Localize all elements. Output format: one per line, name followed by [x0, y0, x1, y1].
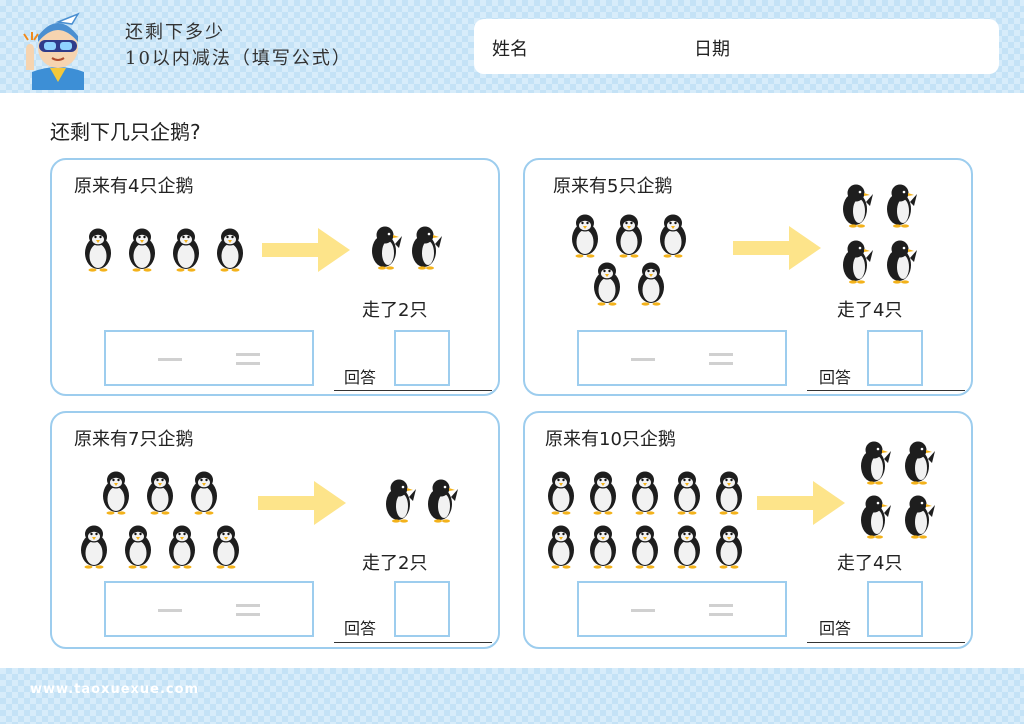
- penguin-leaving-icon: [857, 493, 893, 539]
- title-line-2: 10以内减法（填写公式）: [125, 48, 352, 69]
- penguin-leaving-icon: [857, 439, 893, 485]
- penguin-icon: [124, 226, 160, 272]
- answer-underline: [334, 390, 492, 391]
- penguin-icon: [627, 469, 663, 515]
- arrow-icon: [757, 481, 845, 525]
- mascot-icon: [23, 12, 84, 90]
- name-label: 姓名: [492, 39, 528, 60]
- penguin-icon: [80, 226, 116, 272]
- penguin-leaving-icon: [901, 493, 937, 539]
- penguin-leaving-icon: [368, 224, 404, 270]
- penguin-icon: [711, 523, 747, 569]
- penguin-icon: [669, 469, 705, 515]
- problem-card-4: 原来有10只企鹅 走了4只 回答: [523, 411, 973, 649]
- arrow-icon: [262, 228, 350, 272]
- penguin-icon: [208, 523, 244, 569]
- penguin-leaving-icon: [883, 238, 919, 284]
- minus-sign: [631, 609, 655, 612]
- minus-sign: [631, 358, 655, 361]
- answer-input-box[interactable]: [867, 330, 923, 386]
- penguin-icon: [120, 523, 156, 569]
- name-date-box: 姓名 日期: [474, 19, 999, 74]
- answer-label: 回答: [819, 619, 852, 638]
- answer-label: 回答: [344, 368, 377, 387]
- penguin-leaving-icon: [839, 182, 875, 228]
- minus-sign: [158, 358, 182, 361]
- penguin-leaving-icon: [901, 439, 937, 485]
- minus-sign: [158, 609, 182, 612]
- penguin-icon: [611, 212, 647, 258]
- equals-sign: [236, 613, 260, 616]
- penguin-icon: [655, 212, 691, 258]
- card-title: 原来有7只企鹅: [74, 429, 194, 450]
- penguin-icon: [98, 469, 134, 515]
- penguin-icon: [627, 523, 663, 569]
- equation-input-box[interactable]: [577, 581, 787, 637]
- left-count-text: 走了2只: [362, 300, 428, 321]
- equation-input-box[interactable]: [104, 330, 314, 386]
- equals-sign: [709, 604, 733, 607]
- penguin-icon: [543, 469, 579, 515]
- answer-underline: [807, 390, 965, 391]
- card-title: 原来有10只企鹅: [545, 429, 676, 450]
- answer-input-box[interactable]: [867, 581, 923, 637]
- penguin-icon: [585, 523, 621, 569]
- problem-card-2: 原来有5只企鹅 走了4只 回答: [523, 158, 973, 396]
- penguin-icon: [186, 469, 222, 515]
- left-count-text: 走了4只: [837, 553, 903, 574]
- answer-input-box[interactable]: [394, 330, 450, 386]
- penguin-icon: [711, 469, 747, 515]
- penguin-icon: [212, 226, 248, 272]
- penguin-icon: [633, 260, 669, 306]
- left-count-text: 走了4只: [837, 300, 903, 321]
- problem-card-1: 原来有4只企鹅 走了2只 回答: [50, 158, 500, 396]
- question-text: 还剩下几只企鹅?: [50, 120, 201, 144]
- answer-underline: [334, 642, 492, 643]
- answer-input-box[interactable]: [394, 581, 450, 637]
- penguin-icon: [164, 523, 200, 569]
- equals-sign: [236, 604, 260, 607]
- date-label: 日期: [694, 39, 730, 60]
- equation-input-box[interactable]: [577, 330, 787, 386]
- card-title: 原来有4只企鹅: [74, 176, 194, 197]
- equals-sign: [236, 353, 260, 356]
- penguin-leaving-icon: [382, 477, 418, 523]
- left-count-text: 走了2只: [362, 553, 428, 574]
- answer-label: 回答: [344, 619, 377, 638]
- problem-card-3: 原来有7只企鹅 走了2只 回答: [50, 411, 500, 649]
- penguin-leaving-icon: [408, 224, 444, 270]
- answer-label: 回答: [819, 368, 852, 387]
- card-title: 原来有5只企鹅: [553, 176, 673, 197]
- penguin-icon: [585, 469, 621, 515]
- penguin-leaving-icon: [839, 238, 875, 284]
- title-line-1: 还剩下多少: [125, 22, 225, 43]
- arrow-icon: [258, 481, 346, 525]
- penguin-icon: [589, 260, 625, 306]
- worksheet-title: 还剩下多少 10以内减法（填写公式）: [125, 20, 352, 72]
- penguin-icon: [669, 523, 705, 569]
- penguin-leaving-icon: [883, 182, 919, 228]
- equals-sign: [709, 613, 733, 616]
- penguin-icon: [168, 226, 204, 272]
- footer-banner: [0, 668, 1024, 724]
- penguin-icon: [76, 523, 112, 569]
- penguin-icon: [567, 212, 603, 258]
- arrow-icon: [733, 226, 821, 270]
- penguin-icon: [543, 523, 579, 569]
- equals-sign: [236, 362, 260, 365]
- equals-sign: [709, 353, 733, 356]
- equation-input-box[interactable]: [104, 581, 314, 637]
- equals-sign: [709, 362, 733, 365]
- website-link[interactable]: www.taoxuexue.com: [30, 682, 200, 697]
- penguin-icon: [142, 469, 178, 515]
- answer-underline: [807, 642, 965, 643]
- penguin-leaving-icon: [424, 477, 460, 523]
